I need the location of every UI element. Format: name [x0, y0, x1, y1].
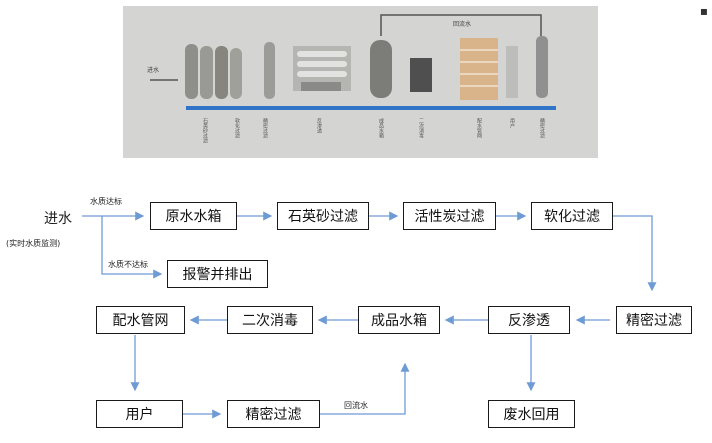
photo-caption: 用户	[509, 118, 515, 129]
photo-caption: 精密过滤	[262, 117, 268, 139]
blue-band	[186, 106, 556, 110]
inlet-label: 进水	[44, 211, 72, 227]
node-precision-filter: 精密过滤	[616, 306, 692, 334]
fail-label: 水质不达标	[108, 260, 148, 269]
node-reverse-osmosis: 反渗透	[488, 306, 570, 334]
photo-caption: 石英砂过滤	[202, 118, 208, 144]
softener-tank	[264, 42, 275, 99]
photo-caption: 反渗透	[316, 117, 322, 134]
photo-caption: 成品水箱	[378, 117, 384, 139]
equipment-illustration: 回流水 进水	[123, 6, 598, 158]
return-pipe	[380, 14, 542, 36]
node-quartz-sand-filter: 石英砂过滤	[277, 202, 369, 230]
dispenser	[506, 46, 518, 98]
node-distribution-network: 配水管网	[96, 306, 185, 334]
product-tank	[370, 40, 392, 98]
node-secondary-disinfection: 二次消毒	[227, 306, 313, 334]
disinfector	[410, 58, 432, 92]
monitor-note: (实时水质监测)	[6, 239, 61, 248]
precision-filter-tank	[536, 36, 548, 98]
node-precision-filter-2: 精密过滤	[227, 400, 320, 428]
node-softening-filter: 软化过滤	[531, 202, 613, 230]
photo-caption: 配水管网	[476, 118, 482, 139]
photo-captions: 石英砂过滤 软化过滤 精密过滤 反渗透 成品水箱 二次消毒 配水管网 用户 精密过滤	[202, 117, 545, 144]
node-product-water-tank: 成品水箱	[358, 306, 440, 334]
photo-caption: 软化过滤	[234, 117, 240, 139]
node-user: 用户	[96, 400, 183, 428]
node-raw-water-tank: 原水水箱	[150, 202, 237, 230]
node-activated-carbon-filter: 活性炭过滤	[403, 202, 496, 230]
photo-caption: 二次消毒	[418, 118, 424, 139]
ro-unit	[293, 46, 351, 91]
node-alarm-discharge: 报警并排出	[167, 260, 268, 288]
pass-label: 水质达标	[90, 197, 122, 206]
multi-media-tanks	[185, 44, 242, 99]
photo-return-label: 回流水	[453, 20, 471, 28]
photo-caption: 精密过滤	[539, 117, 545, 139]
storage-rack	[460, 38, 498, 100]
return-water-label: 回流水	[344, 401, 368, 410]
photo-inlet-label: 进水	[147, 66, 159, 74]
equipment-photo: 回流水 进水	[123, 6, 598, 158]
node-wastewater-reuse: 废水回用	[488, 400, 575, 428]
